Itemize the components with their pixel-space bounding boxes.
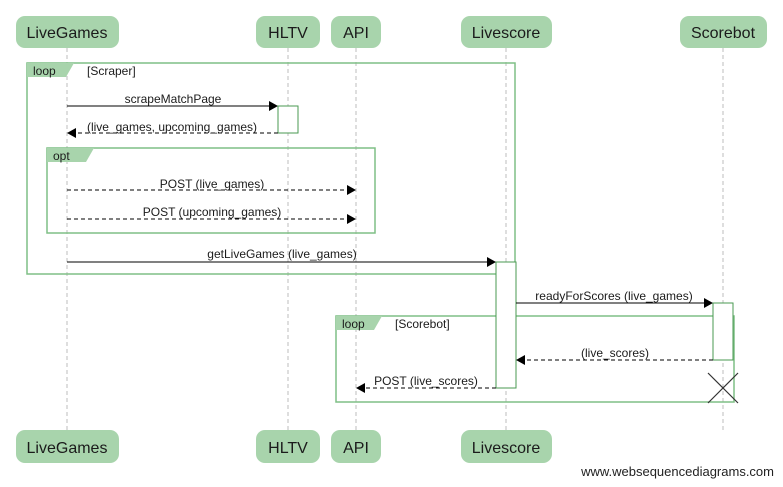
participant-hltv-bottom: HLTV	[256, 430, 320, 463]
participant-label: LiveGames	[27, 25, 108, 42]
participant-hltv-top: HLTV	[256, 16, 320, 48]
frame-loop-scorebot: loop [Scorebot]	[335, 315, 735, 403]
participant-api-bottom: API	[331, 430, 381, 463]
message-scrape-match-page: scrapeMatchPage	[67, 92, 278, 111]
message-post-live-games: POST (live_games)	[67, 177, 356, 195]
participant-label: LiveGames	[27, 440, 108, 457]
activation-hltv	[277, 105, 299, 134]
activation-scorebot	[712, 302, 734, 361]
message-label: POST (live_games)	[160, 177, 264, 191]
frame-condition: [Scraper]	[87, 64, 136, 78]
frame-keyword: loop	[342, 317, 365, 331]
participant-label: HLTV	[268, 25, 308, 42]
participant-livegames-top: LiveGames	[16, 16, 119, 48]
frame-opt: opt	[46, 147, 376, 234]
participant-livescore-top: Livescore	[461, 16, 552, 48]
watermark-link[interactable]: www.websequencediagrams.com	[581, 464, 774, 479]
participant-label: API	[343, 25, 369, 42]
message-label: POST (live_scores)	[374, 374, 478, 388]
message-post-upcoming-games: POST (upcoming_games)	[67, 205, 356, 224]
participant-label: Livescore	[472, 440, 541, 457]
participant-livescore-bottom: Livescore	[461, 430, 552, 463]
activation-livescore	[495, 261, 517, 389]
participant-livegames-bottom: LiveGames	[16, 430, 119, 463]
frame-loop-scraper: loop [Scraper]	[26, 62, 516, 275]
frame-condition: [Scorebot]	[395, 317, 450, 331]
message-label: (live_games, upcoming_games)	[87, 120, 257, 134]
message-label: getLiveGames (live_games)	[207, 247, 356, 261]
message-label: scrapeMatchPage	[125, 92, 222, 106]
message-label: readyForScores (live_games)	[535, 289, 692, 303]
participant-label: Scorebot	[691, 25, 756, 42]
message-label: POST (upcoming_games)	[143, 205, 282, 219]
participant-label: API	[343, 440, 369, 457]
destroy-x-icon	[707, 372, 739, 404]
frame-keyword: loop	[33, 64, 56, 78]
message-live-scores-return: (live_scores)	[516, 346, 713, 365]
participant-label: Livescore	[472, 25, 541, 42]
message-live-upcoming-return: (live_games, upcoming_games)	[67, 120, 278, 138]
message-label: (live_scores)	[581, 346, 649, 360]
message-post-live-scores: POST (live_scores)	[356, 374, 496, 393]
participant-scorebot-top: Scorebot	[680, 16, 767, 48]
frame-keyword: opt	[53, 149, 70, 163]
participant-api-top: API	[331, 16, 381, 48]
participant-label: HLTV	[268, 440, 308, 457]
message-get-live-games: getLiveGames (live_games)	[67, 247, 496, 267]
message-ready-for-scores: readyForScores (live_games)	[516, 289, 713, 308]
